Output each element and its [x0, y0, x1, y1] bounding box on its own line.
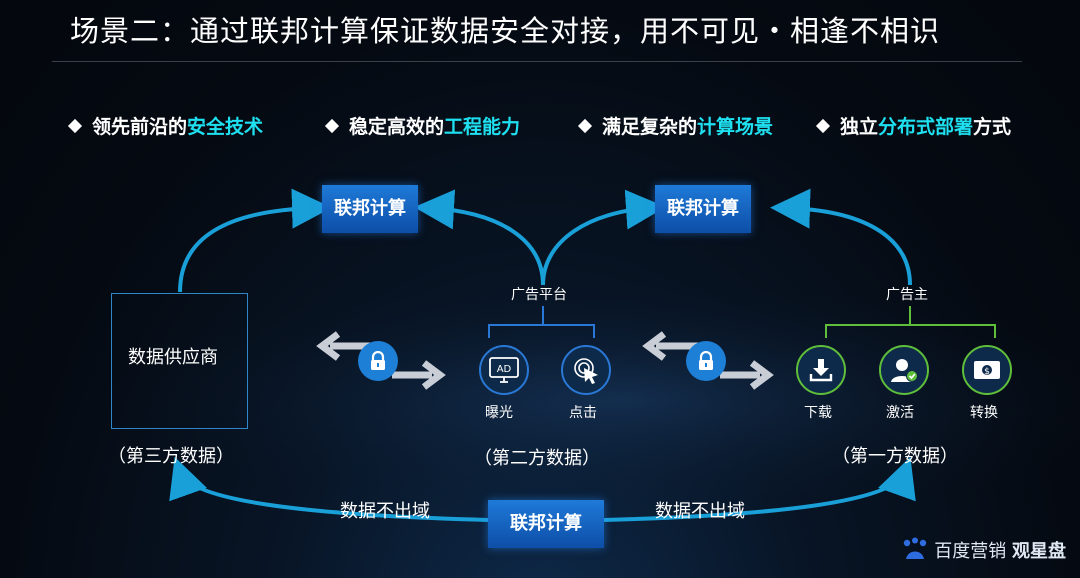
- feature-scenarios: 满足复杂的计算场景: [577, 112, 773, 139]
- product-name: 观星盘: [1012, 540, 1066, 562]
- click-label: 点击: [569, 405, 597, 421]
- lock-icon: [358, 341, 398, 381]
- svg-text:$: $: [984, 367, 990, 377]
- brand-logo: 百度营销 观星盘: [902, 537, 1066, 567]
- page-title: 场景二：通过联邦计算保证数据安全对接，用不可见・相逢不相识: [70, 14, 941, 48]
- data-supplier-box: [111, 293, 248, 429]
- ad-platform-label: 广告平台: [511, 287, 567, 303]
- baidu-marketing-logo-icon: [902, 537, 928, 566]
- brand-name: 百度营销: [934, 540, 1007, 562]
- third-party-data-label: （第三方数据）: [108, 446, 234, 467]
- user-activation-icon: [879, 345, 929, 395]
- impression-label: 曝光: [485, 405, 513, 421]
- download-icon: [796, 345, 846, 395]
- first-party-data-label: （第一方数据）: [832, 446, 958, 467]
- federated-computing-box-right: 联邦计算: [655, 185, 751, 233]
- click-cursor-icon: [561, 345, 611, 395]
- federated-computing-box-left: 联邦计算: [322, 185, 418, 233]
- advertiser-label: 广告主: [886, 287, 928, 303]
- data-stays-in-domain-right: 数据不出域: [655, 501, 745, 522]
- download-label: 下载: [804, 405, 832, 421]
- conversion-money-icon: $: [962, 345, 1012, 395]
- lock-icon: [686, 341, 726, 381]
- conversion-label: 转换: [970, 405, 998, 421]
- feature-security: 领先前沿的安全技术: [67, 112, 263, 139]
- feature-deployment: 独立分布式部署方式: [815, 112, 1011, 139]
- data-supplier-label: 数据供应商: [128, 347, 218, 368]
- feature-engineering: 稳定高效的工程能力: [324, 112, 520, 139]
- second-party-data-label: （第二方数据）: [474, 448, 600, 469]
- data-stays-in-domain-left: 数据不出域: [340, 501, 430, 522]
- activation-label: 激活: [886, 405, 914, 421]
- federated-computing-box-bottom: 联邦计算: [488, 500, 604, 548]
- ad-icon-text: AD: [497, 364, 512, 375]
- ad-impression-icon: AD: [479, 345, 529, 395]
- title-divider: [52, 61, 1022, 62]
